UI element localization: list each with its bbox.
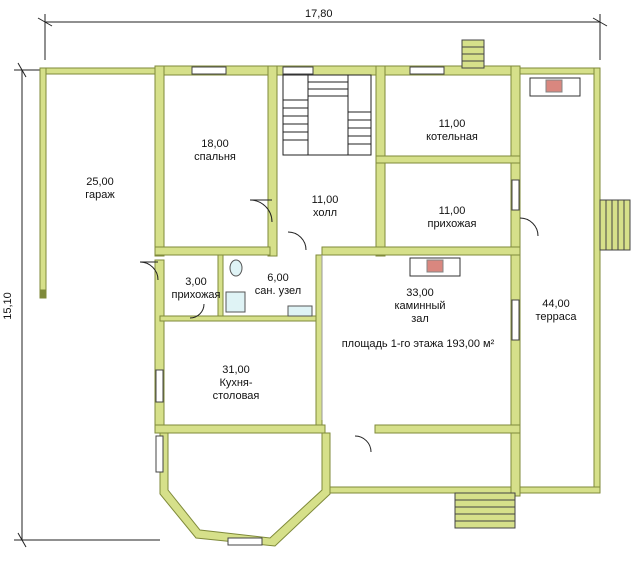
windows (155, 66, 520, 546)
room-name-line2: столовая (212, 390, 260, 402)
room-fireplace: 33,00 каминный зал (394, 287, 445, 326)
room-area: 25,00 (86, 176, 114, 188)
room-area: 6,00 (267, 272, 289, 284)
room-name: прихожая (171, 289, 221, 301)
room-area: 11,00 (438, 118, 466, 130)
room-name-line2: зал (411, 313, 429, 325)
room-area: 11,00 (438, 205, 466, 217)
room-bathroom: 6,00 сан. узел (255, 272, 301, 298)
sanitary-fixtures (225, 259, 313, 317)
doors (139, 199, 539, 453)
room-name: холл (312, 207, 338, 219)
room-name: прихожая (427, 218, 477, 230)
room-name: Кухня- (219, 377, 253, 389)
room-name: гараж (85, 189, 115, 201)
staircase (282, 74, 372, 156)
room-terrace: 44,00 терраса (535, 298, 576, 324)
room-name: терраса (535, 311, 577, 323)
room-name: каминный (394, 300, 446, 312)
fireplace-icon (409, 77, 581, 277)
room-hall: 11,00 холл (312, 194, 339, 220)
room-entry-right: 11,00 прихожая (427, 205, 476, 231)
room-area: 33,00 (406, 287, 434, 299)
room-entry-left: 3,00 прихожая (171, 276, 220, 302)
room-area: 3,00 (185, 276, 207, 288)
room-area: 44,00 (542, 298, 570, 310)
room-boiler: 11,00 котельная (426, 118, 478, 144)
room-name: сан. узел (254, 285, 302, 297)
outdoor-steps (454, 39, 631, 529)
room-kitchen: 31,00 Кухня- столовая (213, 364, 260, 403)
floor-area-label: площадь 1-го этажа 193,00 м² (341, 338, 495, 350)
walls (154, 65, 521, 547)
dimension-height: 15,10 (1, 292, 14, 320)
room-name: спальня (194, 151, 236, 163)
room-area: 11,00 (311, 194, 339, 206)
room-area: 31,00 (222, 364, 250, 376)
dimension-lines (14, 14, 608, 548)
room-garage: 25,00 гараж (85, 176, 114, 202)
room-bedroom: 18,00 спальня (194, 138, 236, 164)
garage-pergola (39, 67, 161, 299)
room-name: котельная (426, 131, 478, 143)
dimension-width: 17,80 (305, 8, 333, 20)
room-area: 18,00 (201, 138, 229, 150)
